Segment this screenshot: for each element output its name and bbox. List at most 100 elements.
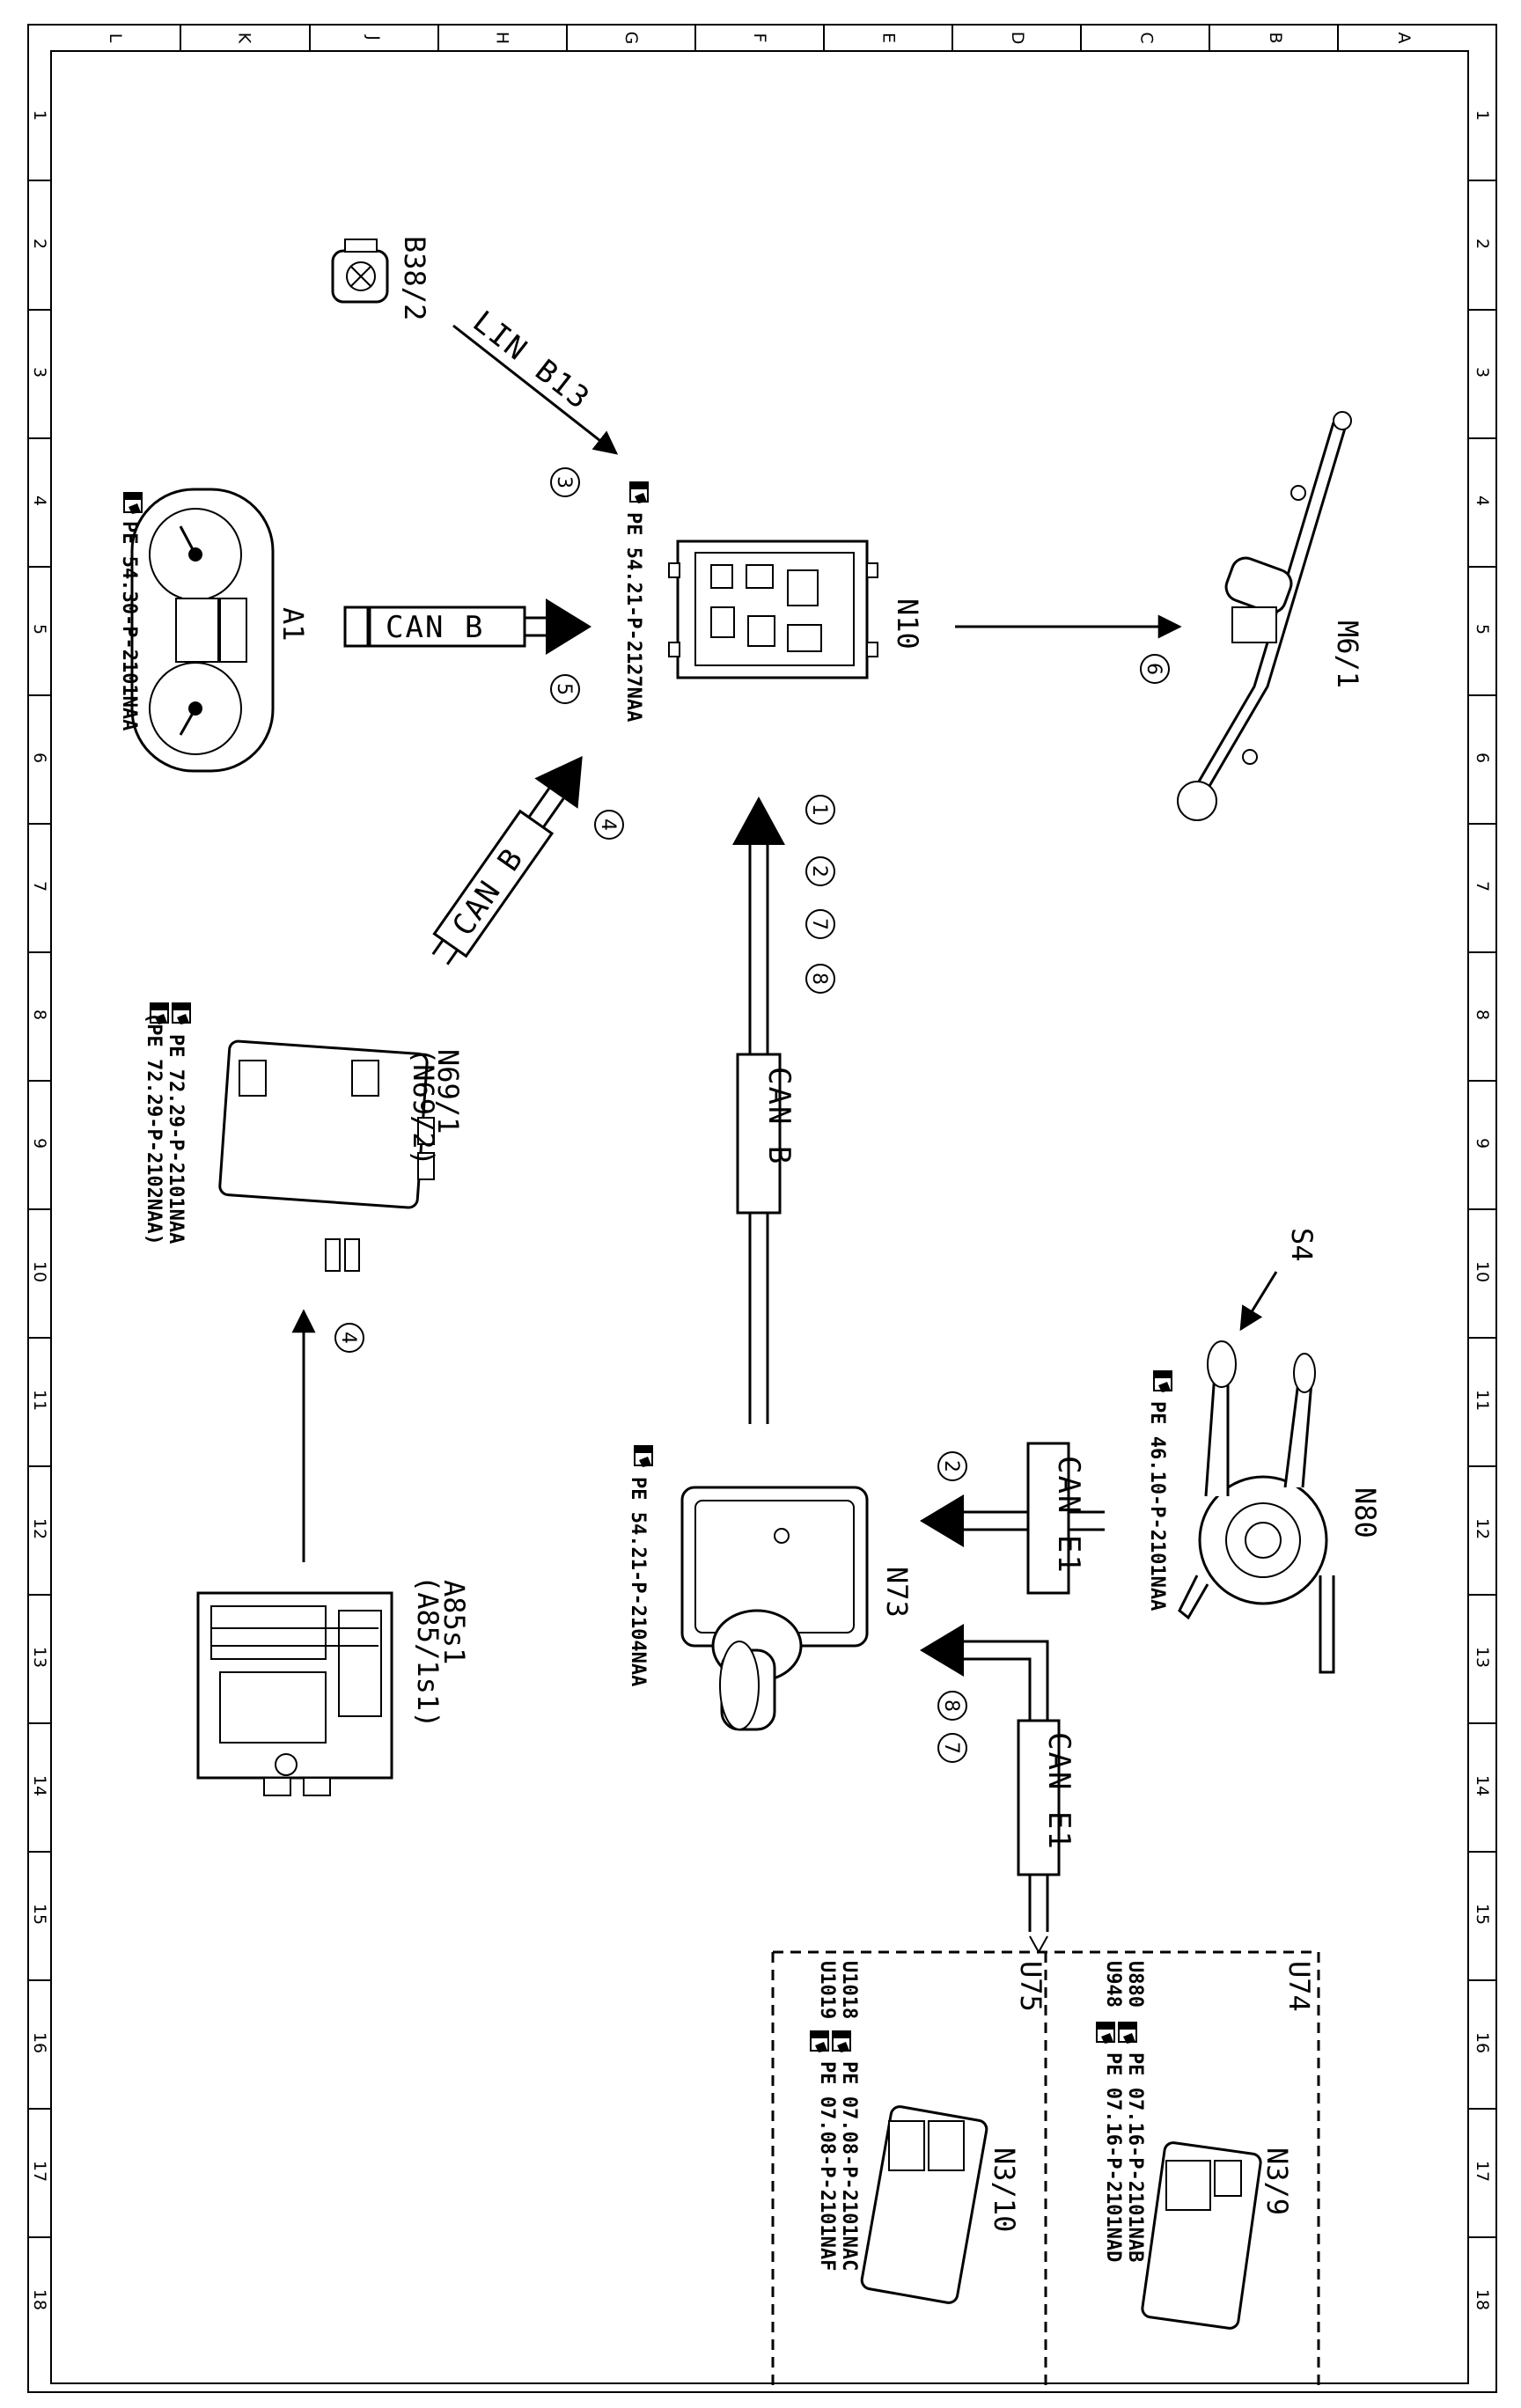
engine-control-unit-icon [860, 2105, 988, 2304]
ref-book-icon [1153, 1370, 1172, 1393]
ref-book-icon [1096, 2022, 1115, 2045]
grid-letter-B: B [1266, 32, 1285, 43]
svg-text:6: 6 [1143, 663, 1165, 675]
grid-number-18-right: 18 [1473, 2289, 1492, 2310]
wiper-linkage-icon [1177, 411, 1352, 821]
marker-4b: 4 [334, 1323, 364, 1353]
instrument-cluster-icon [130, 488, 275, 773]
grid-letter-J: J [364, 34, 383, 40]
grid-number-12-right: 12 [1473, 1518, 1492, 1539]
can-b-a1-connection: CAN B [343, 598, 592, 655]
grid-number-16-right: 16 [1473, 2032, 1492, 2053]
marker-8a: 8 [805, 964, 835, 994]
svg-text:8: 8 [808, 973, 830, 985]
svg-text:7: 7 [940, 1742, 962, 1754]
marker-8b: 8 [937, 1691, 967, 1721]
label-a85s1: A85s1 [437, 1580, 471, 1664]
label-n80: N80 [1348, 1487, 1382, 1538]
component-m6-1: M6/1 [1177, 411, 1364, 821]
grid-number-8-right: 8 [1473, 1009, 1492, 1020]
ecu-u75: U75 N3/10 U1018 U1019 PE 07.08-P-2101NAC… [810, 1961, 1047, 2304]
grid-number-6-right: 6 [1473, 752, 1492, 763]
grid-number-16-left: 16 [30, 2032, 49, 2053]
svg-text:2: 2 [808, 865, 830, 877]
grid-letter-K: K [235, 33, 254, 44]
marker-2a: 2 [805, 856, 835, 886]
grid-number-5-left: 5 [30, 624, 49, 635]
grid-number-1-right: 1 [1473, 110, 1492, 121]
marker-7a: 7 [805, 909, 835, 939]
grid-number-11-right: 11 [1473, 1390, 1492, 1411]
marker-3: 3 [550, 467, 580, 497]
svg-text:5: 5 [553, 683, 575, 695]
can-b-n73-connection: CAN B [732, 797, 797, 1424]
marker-7b: 7 [937, 1733, 967, 1763]
component-n69-1: N69/1 (N69/2) PE 72.29-P-2101NAA (PE 72.… [143, 1002, 465, 1272]
ref-book-icon [172, 1002, 191, 1025]
label-n69-2: (N69/2) [407, 1047, 440, 1166]
svg-text:3: 3 [553, 476, 575, 488]
svg-text:2: 2 [940, 1460, 962, 1472]
label-u74: U74 [1282, 1961, 1316, 2012]
door-control-module-icon [218, 1039, 435, 1272]
engine-control-unit-icon [1141, 2141, 1262, 2330]
grid-number-15-right: 15 [1473, 1904, 1492, 1925]
grid-number-14-left: 14 [30, 1775, 49, 1796]
ecu-u74: U74 N3/9 U880 U948 PE 07.16-P-2101NAB PE… [1096, 1961, 1316, 2330]
grid-number-12-left: 12 [30, 1518, 49, 1539]
label-n73: N73 [880, 1567, 914, 1618]
bus-label-can-e1-ecu: CAN E1 [1041, 1732, 1076, 1851]
grid-letter-E: E [879, 33, 899, 43]
bus-label-can-e1-n80: CAN E1 [1051, 1456, 1086, 1575]
grid-number-7-left: 7 [30, 881, 49, 892]
label-s4: S4 [1285, 1228, 1319, 1262]
ref-n73: PE 54.21-P-2104NAA [627, 1477, 649, 1686]
ref-u1019: PE 07.08-P-2101NAF [816, 2061, 838, 2271]
bus-label-can-b-n73: CAN B [761, 1067, 797, 1165]
grid-number-4-right: 4 [1473, 496, 1492, 506]
component-n10: N10 PE 54.21-P-2127NAA [622, 481, 924, 722]
ref-book-icon [1118, 2022, 1137, 2045]
grid-number-9-left: 9 [30, 1138, 49, 1149]
steering-column-module-icon [1178, 1340, 1335, 1674]
grid-letter-C: C [1136, 32, 1156, 43]
marker-2b: 2 [937, 1451, 967, 1481]
can-e1-n80-connection: CAN E1 [920, 1442, 1105, 1595]
dtc-u1019: U1019 [816, 1961, 838, 2019]
rain-light-sensor-icon [331, 239, 389, 304]
bus-label-lin-b13: LIN B13 [466, 305, 597, 417]
grid-number-7-right: 7 [1473, 881, 1492, 892]
ref-n10: PE 54.21-P-2127NAA [622, 512, 644, 722]
grid-letter-L: L [106, 33, 125, 43]
grid-number-17-right: 17 [1473, 2161, 1492, 2182]
latch-switch-icon [196, 1591, 393, 1796]
marker-4a: 4 [594, 810, 624, 840]
svg-text:4: 4 [337, 1332, 359, 1344]
grid-number-3-left: 3 [30, 367, 49, 378]
ref-book-icon [810, 2030, 829, 2053]
label-n3-9: N3/9 [1260, 2147, 1294, 2215]
ref-u1018: PE 07.08-P-2101NAC [838, 2061, 860, 2271]
component-n73: N73 PE 54.21-P-2104NAA [627, 1445, 914, 1731]
bus-label-can-b-a1: CAN B [386, 610, 484, 645]
grid-number-13-left: 13 [30, 1647, 49, 1668]
marker-1: 1 [805, 795, 835, 825]
ref-book-icon [634, 1445, 653, 1468]
dtc-u948: U948 [1102, 1961, 1124, 2008]
marker-5: 5 [550, 674, 580, 704]
grid-number-4-left: 4 [30, 496, 49, 506]
label-n10: N10 [891, 598, 924, 650]
dtc-u880: U880 [1124, 1961, 1146, 2008]
label-n69-1: N69/1 [431, 1049, 465, 1134]
label-a85-1s1: (A85/1s1) [411, 1575, 445, 1728]
grid-number-1-left: 1 [30, 110, 49, 121]
grid-number-9-right: 9 [1473, 1138, 1492, 1149]
ref-book-icon [123, 492, 143, 515]
grid-number-13-right: 13 [1473, 1647, 1492, 1668]
component-n80: N80 PE 46.10-P-2101NAA [1146, 1340, 1382, 1674]
ref-book-icon [832, 2030, 851, 2053]
number-markers: 3 5 4 6 1 2 7 8 4 2 8 7 [334, 467, 1170, 1763]
svg-text:7: 7 [808, 918, 830, 930]
grid-number-15-left: 15 [30, 1904, 49, 1925]
